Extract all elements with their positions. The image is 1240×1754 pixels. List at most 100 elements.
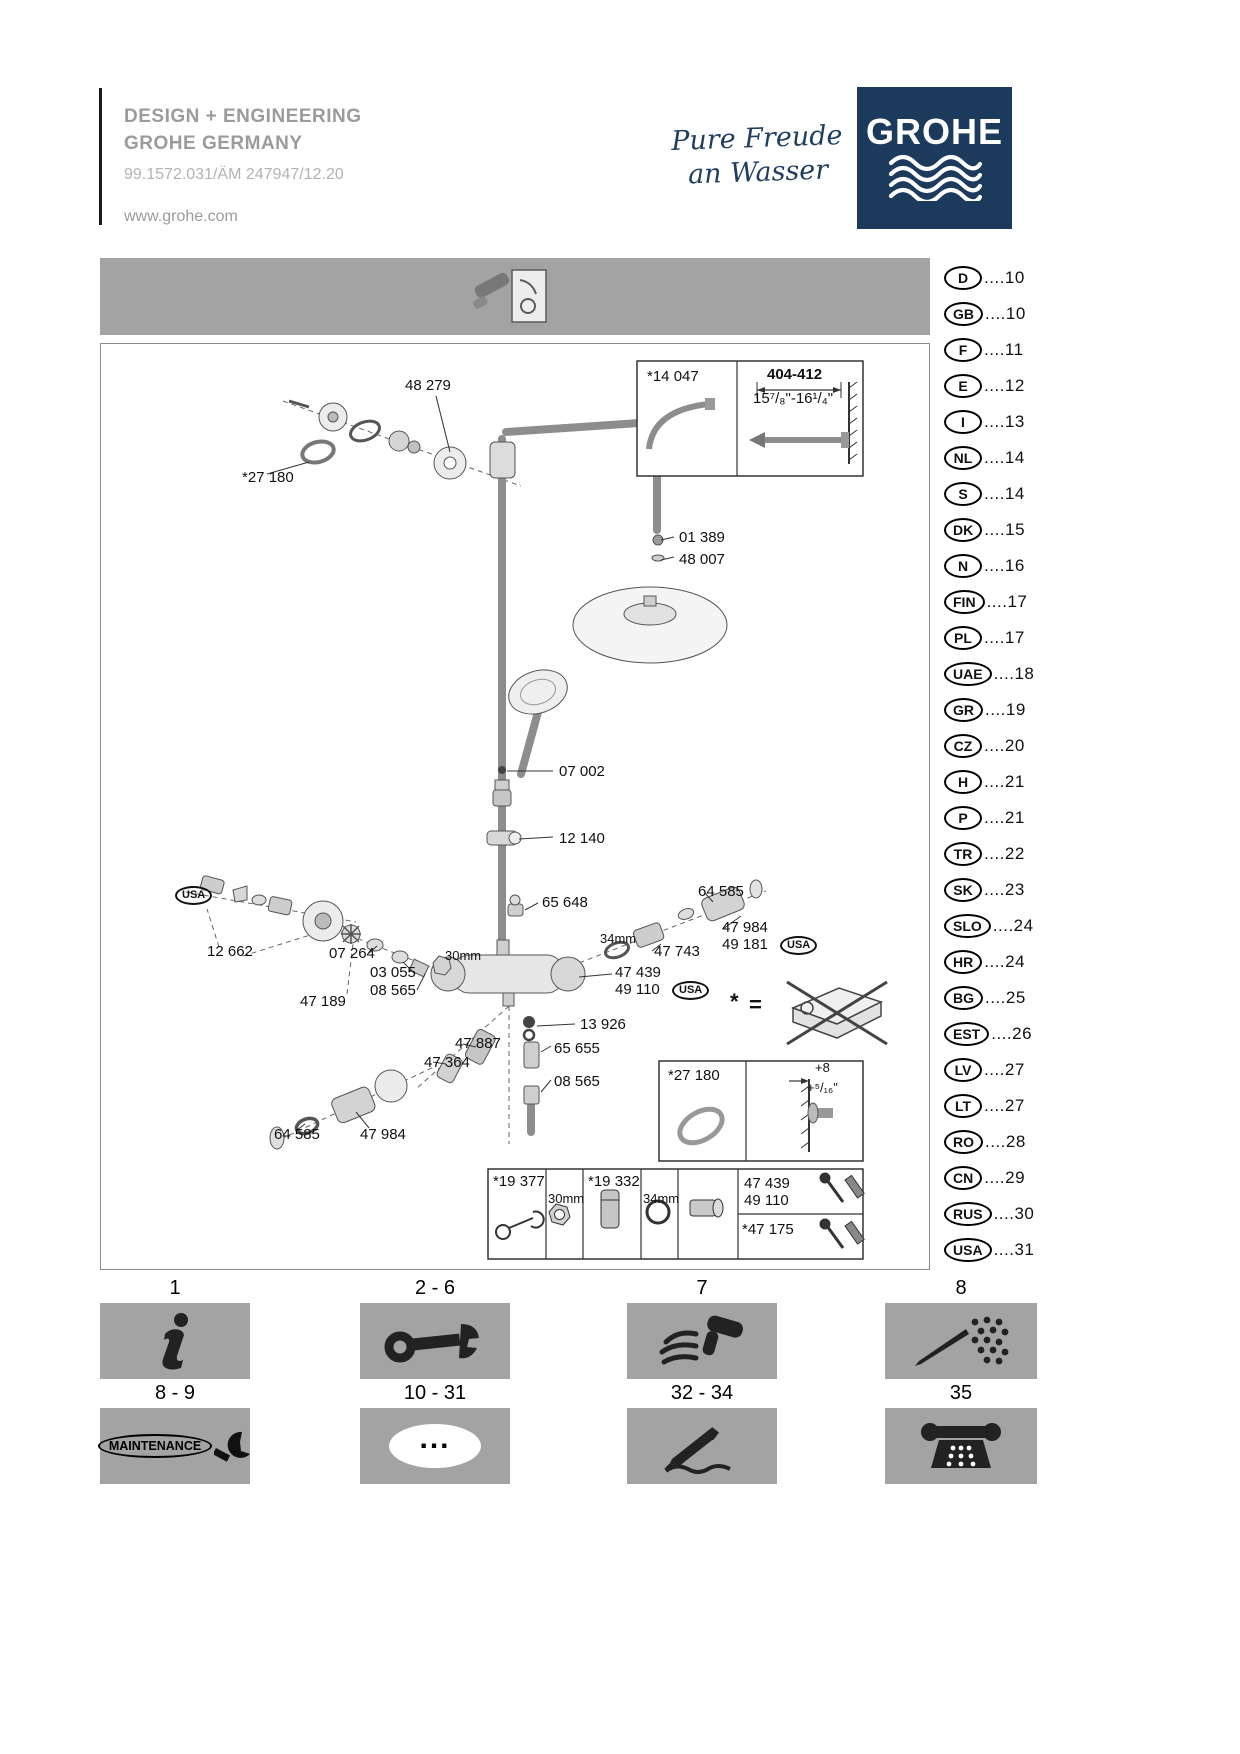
part-number-label: 30mm (548, 1191, 585, 1206)
language-page-number: ....31 (993, 1240, 1035, 1259)
part-number-label: 01 389 (679, 529, 725, 546)
page-range-label: 1 (169, 1277, 181, 1299)
language-index-row: FIN....17 (944, 590, 1064, 614)
part-number-label: *14 047 (647, 368, 699, 385)
language-page-number: ....14 (984, 484, 1025, 503)
part-number-label: +⁵/₁₆" (807, 1080, 838, 1095)
language-index-row: S....14 (944, 482, 1064, 506)
part-number-label: 404-412 (767, 366, 823, 383)
language-code-badge: TR (944, 842, 982, 866)
language-page-number: ....27 (984, 1096, 1025, 1115)
language-code-badge: CN (944, 1166, 983, 1190)
part-number-label: 49 181 (722, 936, 768, 953)
part-number-label: *19 332 (588, 1173, 640, 1190)
part-number-label: 48 279 (405, 377, 451, 394)
language-code-badge: I (944, 410, 982, 434)
language-code-badge: PL (944, 626, 982, 650)
banner-product-thumbnails (473, 269, 547, 323)
language-code-badge: GR (944, 698, 983, 722)
tagline-line2: an Wasser (687, 154, 829, 191)
part-number-label: 13 926 (580, 1016, 626, 1033)
language-code-badge: USA (944, 1238, 992, 1262)
top-banner (100, 258, 930, 335)
part-number-label: 48 007 (679, 551, 725, 568)
language-page-number: ....14 (984, 448, 1025, 467)
language-index-row: PL....17 (944, 626, 1064, 650)
part-number-label: 64 585 (274, 1126, 320, 1143)
language-page-number: ....21 (984, 808, 1025, 827)
language-index-row: GB....10 (944, 302, 1064, 326)
part-number-label: = (749, 992, 762, 1017)
part-number-label: +8 (815, 1060, 830, 1075)
usa-marker: USA (175, 886, 213, 905)
language-page-number: ....29 (984, 1168, 1026, 1187)
hand-shower-icon (652, 1312, 752, 1370)
language-index-row: UAE....18 (944, 662, 1064, 686)
language-index-row: H....21 (944, 770, 1064, 794)
language-page-number: ....27 (984, 1060, 1025, 1079)
part-number-label: 47 984 (360, 1126, 406, 1143)
part-number-label: 65 655 (554, 1040, 600, 1057)
part-number-label: 49 110 (744, 1192, 789, 1209)
part-number-label: *47 175 (742, 1221, 794, 1238)
part-number-label: 07 264 (329, 945, 375, 962)
nav-box-signature (627, 1408, 777, 1484)
brand-block: DESIGN + ENGINEERING GROHE GERMANY (124, 103, 362, 157)
part-number-label: 30mm (445, 948, 482, 963)
ellipsis-label: ... (389, 1424, 481, 1468)
part-number-label: 34mm (600, 931, 637, 946)
part-number-label: 47 439 (615, 964, 661, 981)
page-range-label: 8 (955, 1277, 967, 1299)
language-code-badge: DK (944, 518, 983, 542)
part-number-label: 47 364 (424, 1054, 470, 1071)
language-index-row: EST....26 (944, 1022, 1064, 1046)
website-url: www.grohe.com (124, 208, 238, 225)
language-index-row: NL....14 (944, 446, 1064, 470)
document-number: 99.1572.031/ÄM 247947/12.20 (124, 166, 344, 183)
nav-box-ellipsis: ... (360, 1408, 510, 1484)
header-rule (99, 88, 102, 225)
language-index-row: N....16 (944, 554, 1064, 578)
language-page-number: ....22 (984, 844, 1025, 863)
language-index-row: RO....28 (944, 1130, 1064, 1154)
usa-marker: USA (780, 936, 818, 955)
phone-icon (915, 1418, 1007, 1474)
page-range-label: 7 (696, 1277, 708, 1299)
language-page-number: ....11 (984, 340, 1024, 359)
nav-box-nozzle-cleaning (885, 1303, 1037, 1379)
language-index-row: RUS....30 (944, 1202, 1064, 1226)
language-code-badge: CZ (944, 734, 982, 758)
part-number-label: 07 002 (559, 763, 605, 780)
nav-box-hand-shower (627, 1303, 777, 1379)
language-code-badge: EST (944, 1022, 990, 1046)
language-index-row: CN....29 (944, 1166, 1064, 1190)
language-code-badge: SK (944, 878, 982, 902)
part-number-label: 03 055 (370, 964, 416, 981)
language-code-badge: UAE (944, 662, 992, 686)
language-code-badge: NL (944, 446, 982, 470)
part-number-label: *27 180 (242, 469, 294, 486)
part-number-label: 12 662 (207, 943, 253, 960)
language-index-row: F....11 (944, 338, 1064, 362)
language-index-row: BG....25 (944, 986, 1064, 1010)
page-range-label: 8 - 9 (154, 1382, 196, 1404)
maintenance-label: MAINTENANCE (97, 1434, 213, 1458)
wrench-icon (383, 1318, 487, 1364)
language-index-row: SK....23 (944, 878, 1064, 902)
language-code-badge: RUS (944, 1202, 992, 1226)
part-number-label: 64 585 (698, 883, 744, 900)
language-code-badge: FIN (944, 590, 985, 614)
nav-box-maintenance: MAINTENANCE (97, 1408, 252, 1484)
language-index-row: DK....15 (944, 518, 1064, 542)
language-code-badge: LV (944, 1058, 982, 1082)
language-index-row: USA....31 (944, 1238, 1064, 1262)
language-code-badge: RO (944, 1130, 983, 1154)
part-number-label: 47 439 (744, 1175, 790, 1192)
part-number-label: 12 140 (559, 830, 605, 847)
language-index-row: LT....27 (944, 1094, 1064, 1118)
maintenance-icon (214, 1428, 252, 1464)
language-page-number: ....30 (993, 1204, 1035, 1223)
part-number-label: * (730, 989, 739, 1014)
